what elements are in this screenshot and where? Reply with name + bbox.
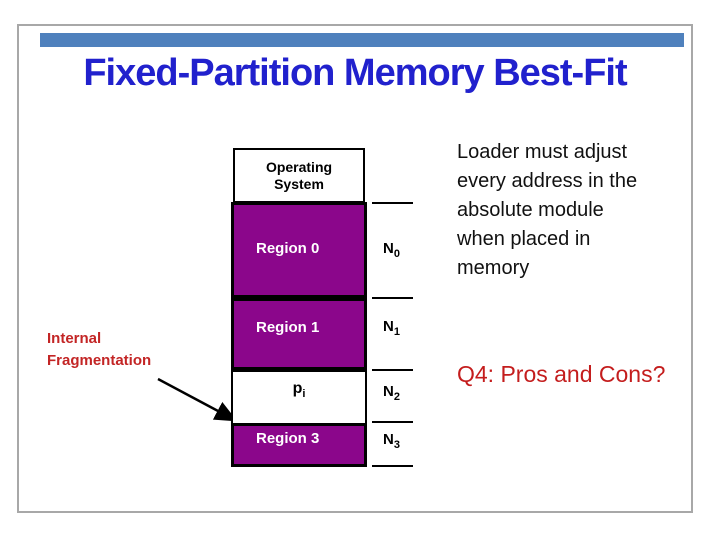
tick-line-0 xyxy=(372,202,413,204)
size-label-n1: N1 xyxy=(383,318,400,338)
tick-line-1 xyxy=(372,297,413,299)
loader-note-text: Loader must adjust every address in the … xyxy=(457,141,638,279)
region-1-label: Region 1 xyxy=(256,319,320,336)
region-3-label: Region 3 xyxy=(256,430,320,447)
size-label-n3: N3 xyxy=(383,431,400,451)
tick-line-4 xyxy=(372,465,413,467)
tick-line-2 xyxy=(372,369,413,371)
process-pi-box: pi xyxy=(231,370,367,431)
size-label-n0: N0 xyxy=(383,240,400,260)
title-accent-bar xyxy=(40,33,684,47)
region-0-box: Region 0 xyxy=(231,202,367,298)
region-1-box: Region 1 xyxy=(231,298,367,370)
tick-line-3 xyxy=(372,421,413,423)
question-text: Q4: Pros and Cons? xyxy=(457,361,666,387)
annotation-arrow-icon xyxy=(157,377,238,422)
slide-title: Fixed-Partition Memory Best-Fit xyxy=(83,52,627,94)
region-0-label: Region 0 xyxy=(256,240,320,257)
internal-fragmentation-label: Internal Fragmentation xyxy=(47,330,152,369)
operating-system-box: Operating System xyxy=(233,148,365,203)
region-3-box: Region 3 xyxy=(231,423,367,467)
process-pi-label: pi xyxy=(292,380,306,400)
size-label-n2: N2 xyxy=(383,383,400,403)
